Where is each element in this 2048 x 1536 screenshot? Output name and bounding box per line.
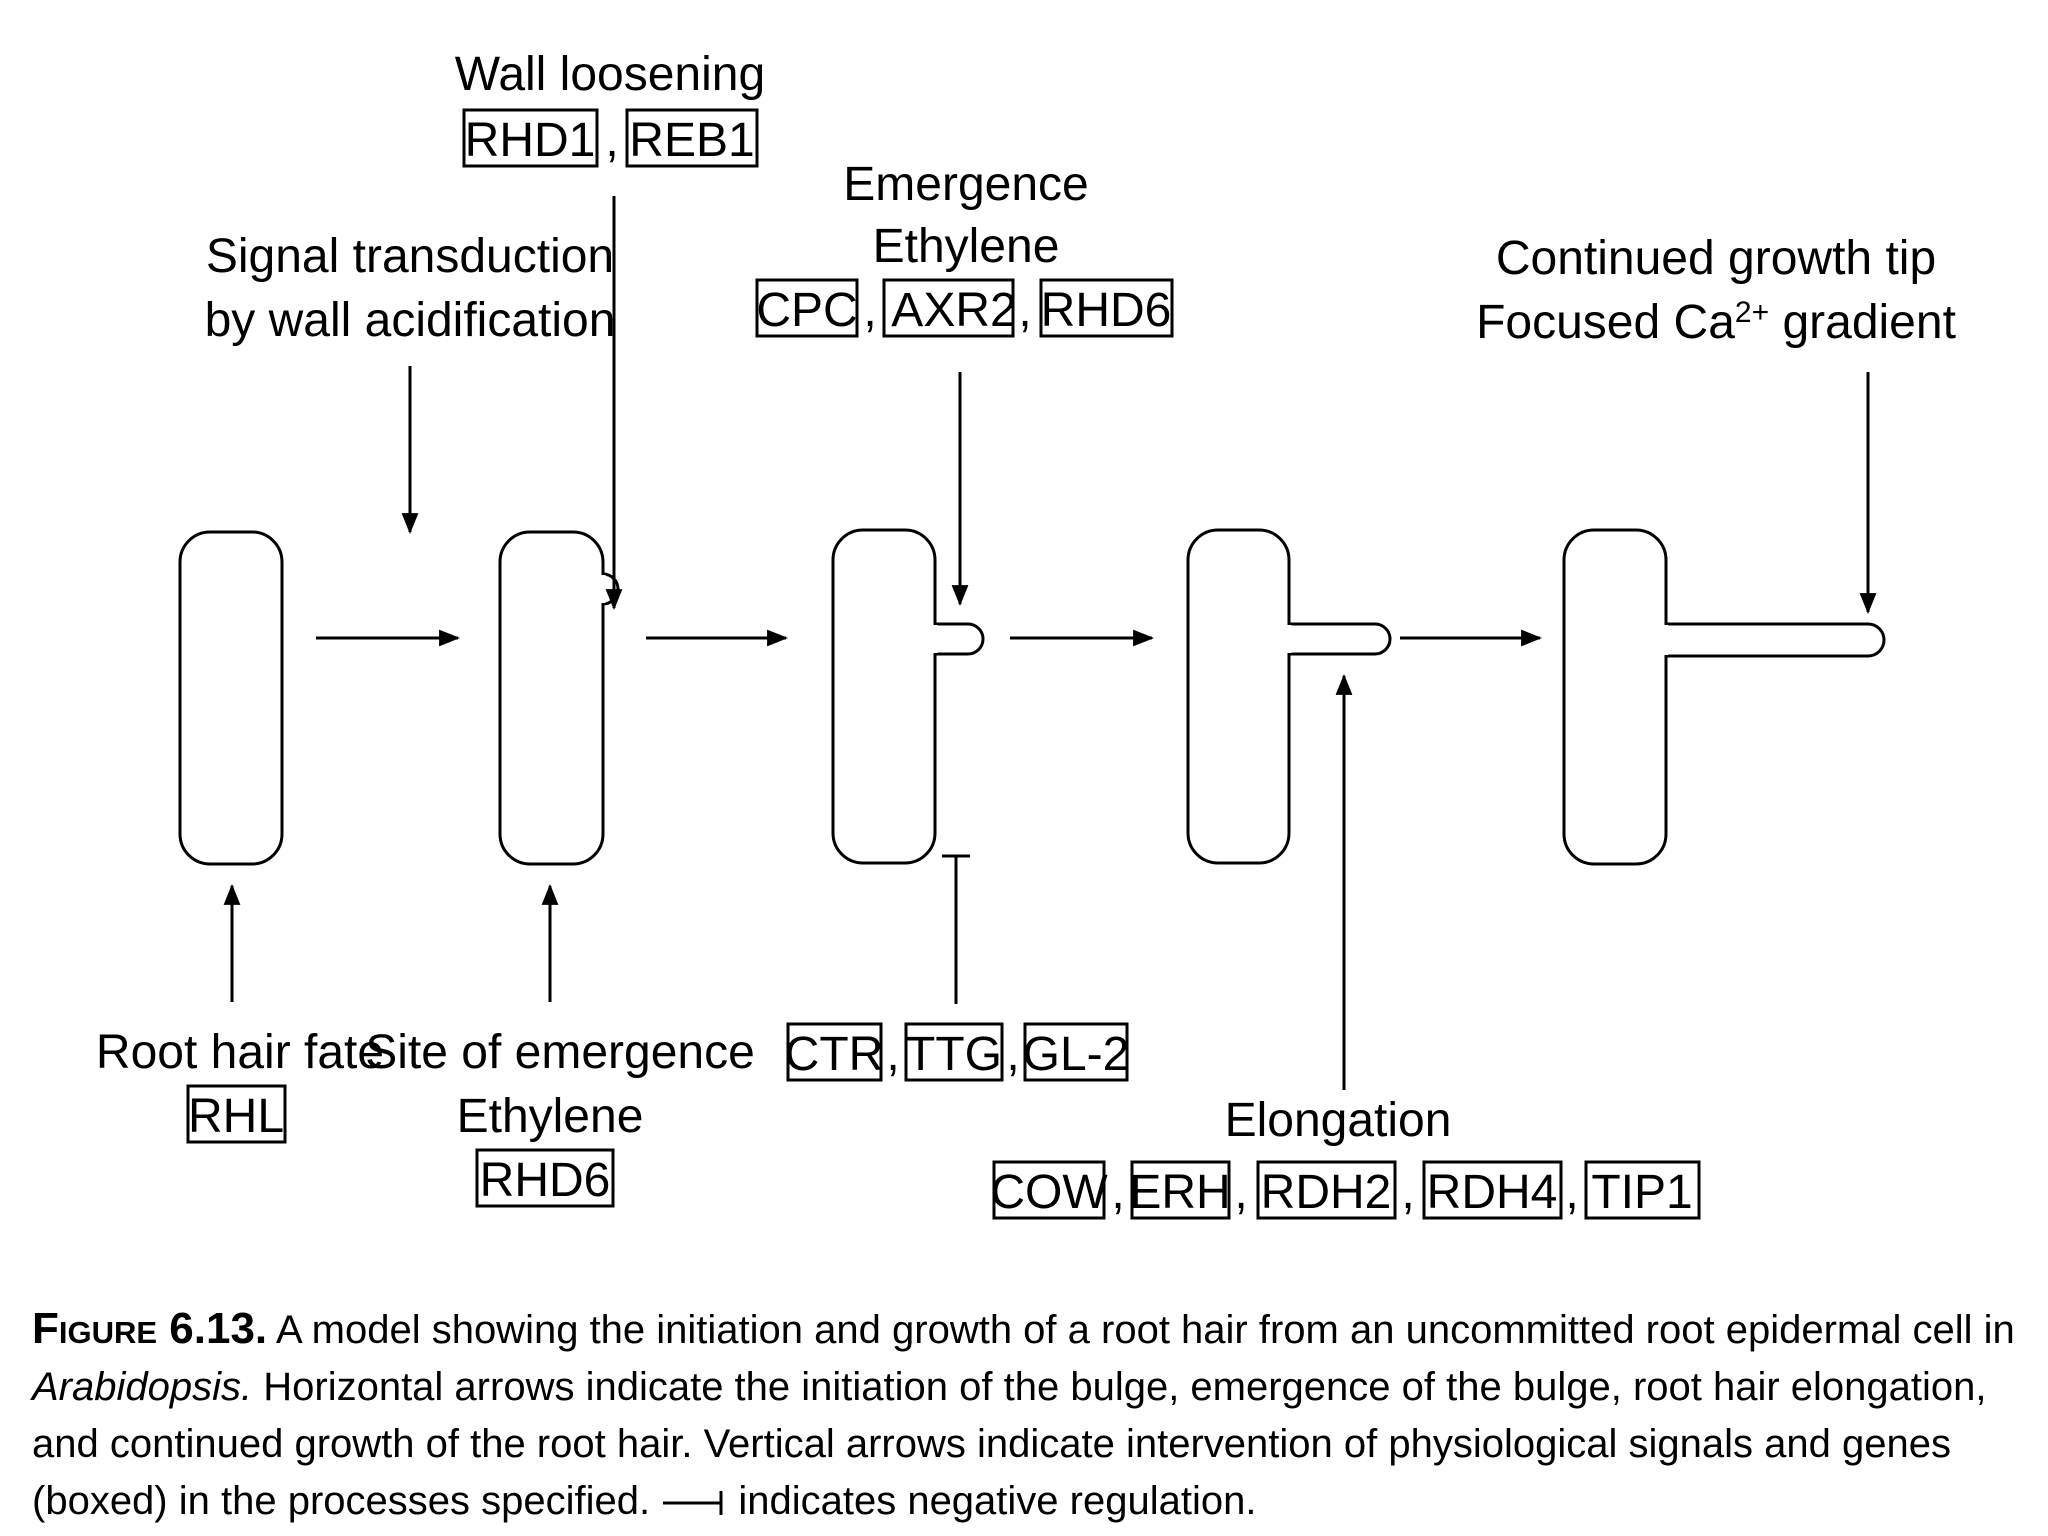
gene-reb1: REB1 — [629, 114, 754, 167]
signal-label-line2: by wall acidification — [205, 294, 616, 347]
gene-axr2: AXR2 — [891, 284, 1016, 337]
signal-label-line1: Signal transduction — [206, 230, 614, 283]
gene-erh: ERH — [1129, 1166, 1230, 1219]
separator: , — [1401, 1166, 1414, 1219]
separator: , — [863, 284, 876, 337]
calcium-gradient-label: Focused Ca2+ gradient — [1476, 296, 1956, 350]
negative-regulation-icon — [663, 1491, 723, 1516]
gene-rhl: RHL — [188, 1090, 284, 1143]
cell-elongation — [1186, 528, 1392, 865]
root-hair-model-diagram: Signal transduction by wall acidificatio… — [96, 48, 1956, 1220]
caption-organism: Arabidopsis. — [32, 1365, 253, 1409]
separator: , — [1234, 1166, 1247, 1219]
separator: , — [1565, 1166, 1578, 1219]
wall-loosening-label: Wall loosening — [455, 48, 765, 101]
gene-rhd1: RHD1 — [465, 114, 596, 167]
gene-ctr: CTR — [785, 1028, 884, 1081]
root-hair-fate-label: Root hair fate — [96, 1026, 384, 1079]
separator: , — [886, 1028, 899, 1081]
continued-growth-label: Continued growth tip — [1496, 232, 1936, 285]
gene-tip1: TIP1 — [1591, 1166, 1692, 1219]
separator: , — [1018, 284, 1031, 337]
gene-gl2: GL-2 — [1023, 1028, 1130, 1081]
cell-uncommitted — [178, 530, 284, 866]
elongation-label: Elongation — [1225, 1094, 1452, 1147]
site-of-emergence-label: Site of emergence — [365, 1026, 755, 1079]
gene-rhd6-emergence: RHD6 — [1041, 284, 1172, 337]
gene-cow: COW — [990, 1166, 1108, 1219]
cell-bulge-emergence — [831, 528, 985, 865]
gene-rhd6-site: RHD6 — [480, 1154, 611, 1207]
gene-rdh2: RDH2 — [1261, 1166, 1392, 1219]
separator: , — [1006, 1028, 1019, 1081]
figure-label: Figure 6.13. — [32, 1304, 268, 1353]
negative-regulation-bar — [942, 854, 970, 1004]
caption-text-b: Horizontal arrows indicate the initiatio… — [32, 1365, 1987, 1523]
site-ethylene-label: Ethylene — [457, 1090, 644, 1143]
cell-bulge-initiation — [498, 530, 620, 866]
cell-continued-growth — [1562, 528, 1886, 866]
separator: , — [605, 114, 618, 167]
gene-ttg: TTG — [906, 1028, 1002, 1081]
caption-text-a: A model showing the initiation and growt… — [267, 1308, 2015, 1352]
caption-text-c: indicates negative regulation. — [727, 1479, 1257, 1523]
figure-caption: Figure 6.13. A model showing the initiat… — [32, 1300, 2022, 1530]
gene-cpc: CPC — [756, 284, 857, 337]
emergence-ethylene-label: Ethylene — [873, 220, 1060, 273]
gene-rdh4: RDH4 — [1427, 1166, 1558, 1219]
separator: , — [1111, 1166, 1124, 1219]
emergence-label: Emergence — [843, 158, 1088, 211]
